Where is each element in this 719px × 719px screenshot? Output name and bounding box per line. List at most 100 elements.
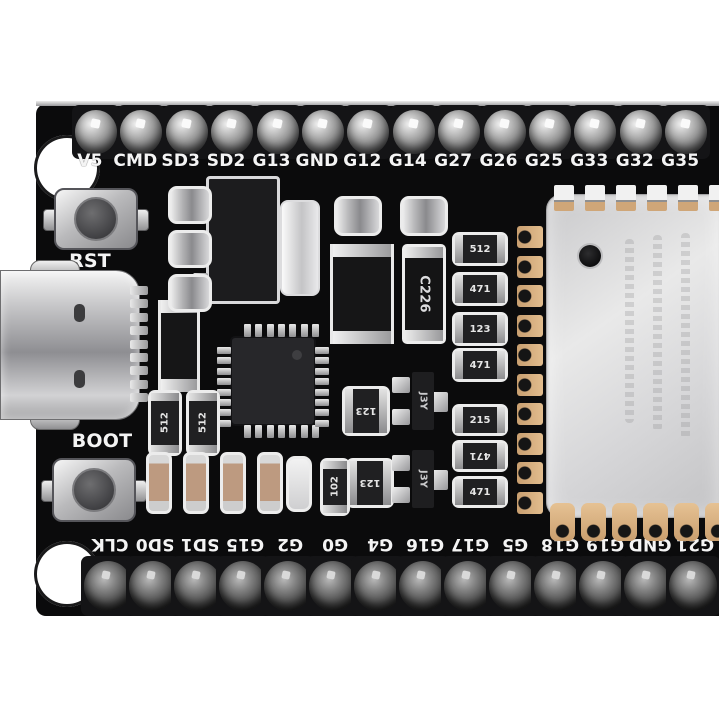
resistor-marking: 512 <box>463 235 497 263</box>
castellation-pad <box>517 403 543 425</box>
module-etched-marking <box>653 235 662 431</box>
resistor-marking: 123 <box>463 315 497 343</box>
pin-ball <box>529 110 571 154</box>
resistor-marking: 215 <box>463 407 497 433</box>
resistor: 102 <box>320 458 350 516</box>
pin-ball <box>534 561 582 611</box>
resistor-marking: 512 <box>151 401 179 445</box>
capacitor <box>168 230 212 268</box>
usb-c-shell-hole-bottom <box>74 370 85 388</box>
chip-pin <box>266 324 274 337</box>
c226-end-bottom <box>405 330 443 341</box>
boot-button <box>41 458 147 522</box>
usb-pin <box>130 366 148 376</box>
pin-label: GND <box>295 151 339 171</box>
pin-ball <box>302 110 344 154</box>
castellation-pad <box>616 185 636 211</box>
regulator-tab <box>280 200 320 296</box>
pin-ball <box>84 561 132 611</box>
transistor-pad <box>392 409 410 425</box>
resistor: 512 <box>452 232 508 266</box>
pin-ball <box>354 561 402 611</box>
chip-pin <box>244 324 251 337</box>
resistor: 512 <box>148 390 182 456</box>
pin-label: G0 <box>321 534 349 554</box>
resistor-marking: 123 <box>357 461 383 505</box>
castellation-pad <box>517 226 543 248</box>
resistor: 215 <box>452 404 508 436</box>
board-top-edge <box>36 101 719 106</box>
resistor-marking: 512 <box>189 401 217 445</box>
diode <box>330 244 394 344</box>
chip-pin <box>217 357 231 365</box>
chip-pin <box>311 425 319 438</box>
capacitor <box>146 452 172 514</box>
pin-label: G27 <box>434 151 473 171</box>
pin-label: G14 <box>388 151 427 171</box>
reset-button <box>43 188 149 250</box>
chip-pin <box>255 425 263 438</box>
module-etched-marking <box>681 233 690 439</box>
boot-button-cap <box>72 468 116 512</box>
pin-label: G12 <box>343 151 382 171</box>
esp32-module-shield <box>546 194 719 518</box>
reset-button-base <box>54 188 138 250</box>
chip-pin <box>217 409 231 417</box>
chip-corner-dot <box>292 350 302 360</box>
castellation-pad <box>585 185 605 211</box>
resistor: 471 <box>452 272 508 306</box>
pin-ball <box>309 561 357 611</box>
transistor: J3Y <box>392 450 448 508</box>
resistor-marking: 102 <box>323 469 347 505</box>
capacitor <box>168 186 212 224</box>
chip-pin <box>217 367 231 375</box>
resistor-marking: 471 <box>463 351 497 379</box>
boot-button-base <box>52 458 136 522</box>
pin-label: SD3 <box>161 151 201 171</box>
pin-label: G26 <box>479 151 518 171</box>
resistor-marking: 471 <box>463 479 497 505</box>
c226-end-top <box>405 247 443 258</box>
chip-pin <box>315 367 329 375</box>
transistor-pad <box>392 455 410 471</box>
pin-label: G2 <box>276 534 304 554</box>
pin-label: G16 <box>405 534 445 554</box>
led <box>158 300 200 392</box>
pin-ball <box>256 110 299 154</box>
usb-pin <box>130 379 148 389</box>
castellation-pad <box>581 503 606 541</box>
pin-ball <box>399 561 447 611</box>
resistor: 512 <box>186 390 220 456</box>
pin-label: SD2 <box>206 151 246 171</box>
usb-pin <box>130 326 148 336</box>
chip-pin <box>315 388 329 396</box>
chip-pin <box>315 419 329 427</box>
resistor: 123 <box>452 312 508 346</box>
castellation-pad <box>517 432 543 455</box>
transistor-pad <box>392 487 410 503</box>
chip-pin <box>315 409 329 417</box>
usb-c-shell <box>0 270 140 420</box>
castellation-pad <box>517 462 543 484</box>
usb-pin <box>130 312 148 322</box>
chip-pin <box>315 399 329 406</box>
usb-pin <box>130 299 148 309</box>
pin-ball <box>669 561 717 611</box>
pin-label: SD0 <box>135 534 175 554</box>
usb-c-shell-hole-top <box>74 304 85 322</box>
castellation-pad <box>517 373 543 396</box>
pin-label: G17 <box>450 534 490 554</box>
resistor-marking: 471 <box>463 443 497 469</box>
transistor-pad <box>392 377 410 393</box>
chip-pin <box>244 425 251 438</box>
castellation-pad <box>517 285 543 307</box>
castellation-pad <box>517 491 543 514</box>
chip-pin <box>315 357 329 365</box>
pin-ball <box>219 561 267 611</box>
pin-ball <box>129 561 177 611</box>
resistor: 471 <box>452 440 508 472</box>
pin-ball <box>489 561 537 611</box>
pin-ball <box>75 110 117 154</box>
castellation-pad <box>612 503 637 541</box>
